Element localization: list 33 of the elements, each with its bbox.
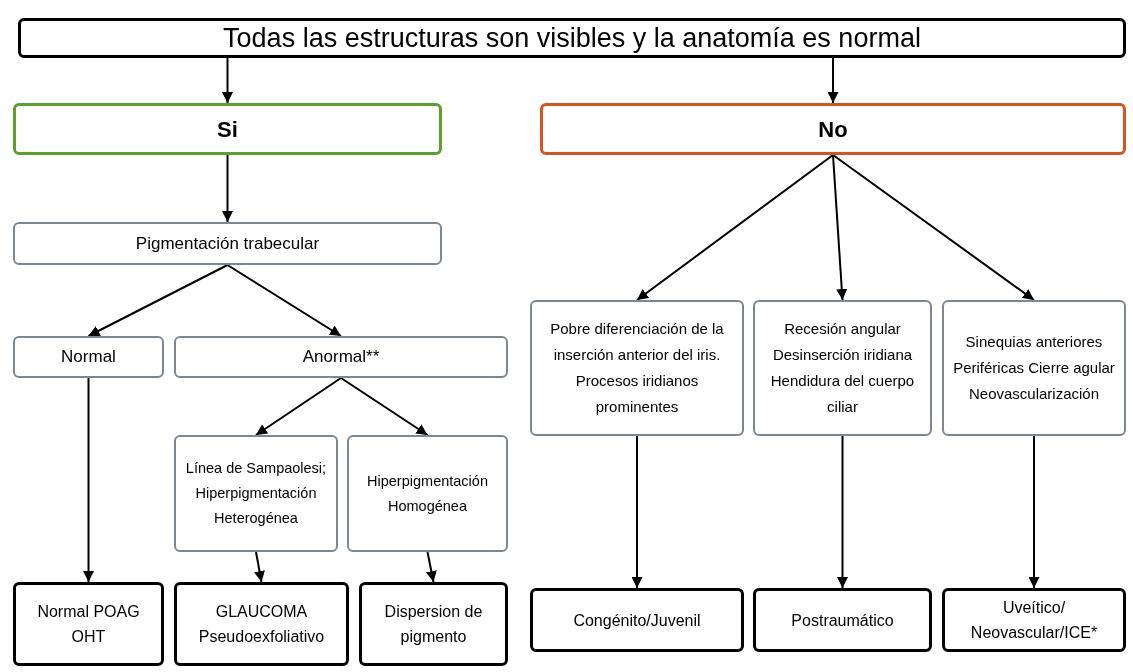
arrow — [832, 154, 1035, 301]
diagnosis-box: GLAUCOMA Pseudoexfoliativo — [174, 582, 349, 666]
diagnosis-box: Postraumático — [753, 588, 932, 652]
finding-box: Recesión angular Desinserción iridiana Hendidura del cuerpo ciliar — [753, 300, 932, 436]
arrow — [83, 377, 94, 583]
answer-box: No — [540, 103, 1126, 155]
arrow — [837, 435, 848, 589]
arrow — [340, 377, 429, 436]
finding-box: Línea de Sampaolesi; Hiperpigmentación Heterogénea — [174, 435, 338, 552]
arrow — [631, 435, 643, 589]
arrow — [222, 154, 233, 223]
arrow — [425, 551, 437, 583]
arrow — [226, 264, 342, 337]
arrow — [255, 377, 342, 436]
finding-box: Normal — [13, 336, 164, 378]
arrow — [636, 154, 834, 301]
finding-box: Pobre diferenciación de la inserción anterior del iris. Procesos iridianos prominentes — [530, 300, 744, 436]
arrow — [1028, 435, 1040, 589]
finding-box: Anormal** — [174, 336, 508, 378]
arrow — [87, 264, 229, 337]
diagnosis-box: Uveítico/ Neovascular/ICE* — [942, 588, 1126, 652]
arrow — [254, 551, 265, 583]
diagnosis-box: Normal POAG OHT — [13, 582, 164, 666]
finding-box: Sinequias anteriores Periféricas Cierre agular Neovascularización — [942, 300, 1126, 436]
arrow — [832, 154, 848, 301]
answer-box: Si — [13, 103, 442, 155]
finding-box: Pigmentación trabecular — [13, 222, 442, 265]
arrow — [827, 57, 839, 104]
question-box: Todas las estructuras son visibles y la anatomía es normal — [18, 18, 1126, 58]
arrow — [222, 57, 233, 104]
finding-box: Hiperpigmentación Homogénea — [347, 435, 508, 552]
diagnosis-box: Dispersion de pigmento — [359, 582, 508, 666]
diagnosis-box: Congénito/Juvenil — [530, 588, 744, 652]
